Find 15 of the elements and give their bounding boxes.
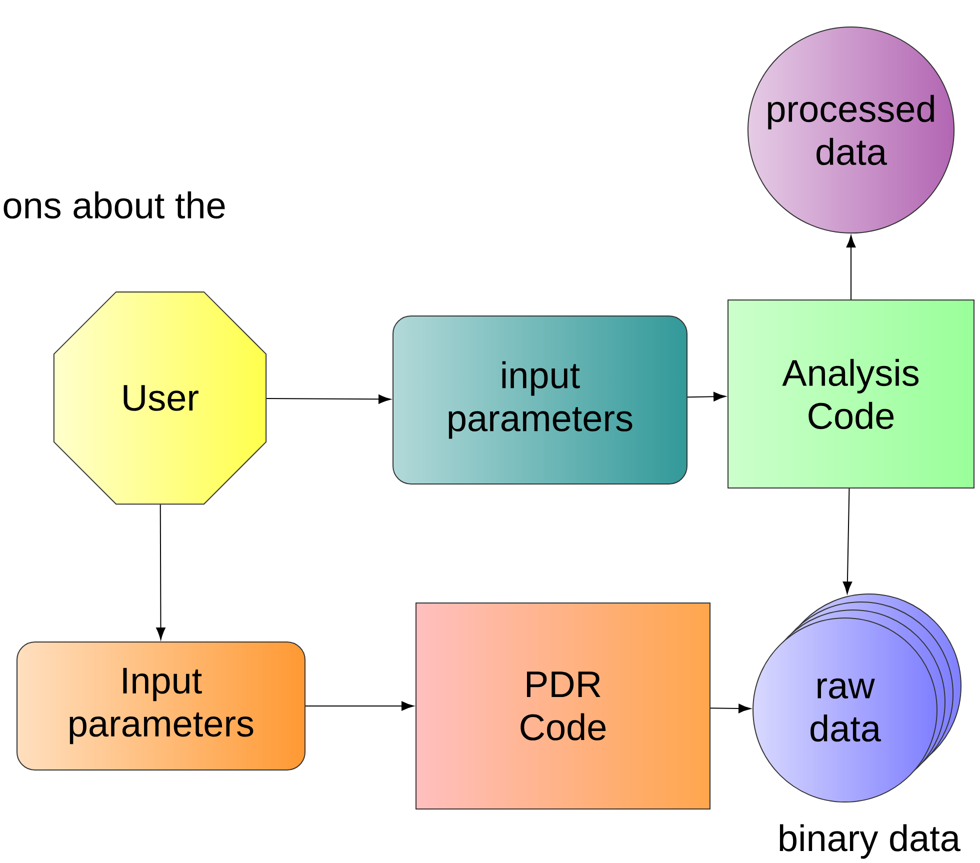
arrow bbox=[846, 235, 856, 300]
heading-text: ons about the bbox=[4, 191, 225, 219]
user-octagon: User bbox=[53, 291, 267, 505]
process-box: input parameters bbox=[392, 316, 688, 484]
arrow bbox=[156, 504, 166, 640]
node-label: binary data bbox=[780, 824, 960, 859]
arrow bbox=[842, 488, 852, 594]
arrow bbox=[305, 701, 414, 711]
process-box: PDR Code bbox=[416, 602, 710, 810]
arrow bbox=[687, 392, 726, 402]
arrow bbox=[266, 394, 391, 404]
process-box: Input parameters bbox=[16, 642, 306, 770]
arrow bbox=[710, 704, 751, 714]
process-box: Analysis Code bbox=[728, 300, 974, 488]
data-stack: raw data bbox=[752, 594, 962, 802]
